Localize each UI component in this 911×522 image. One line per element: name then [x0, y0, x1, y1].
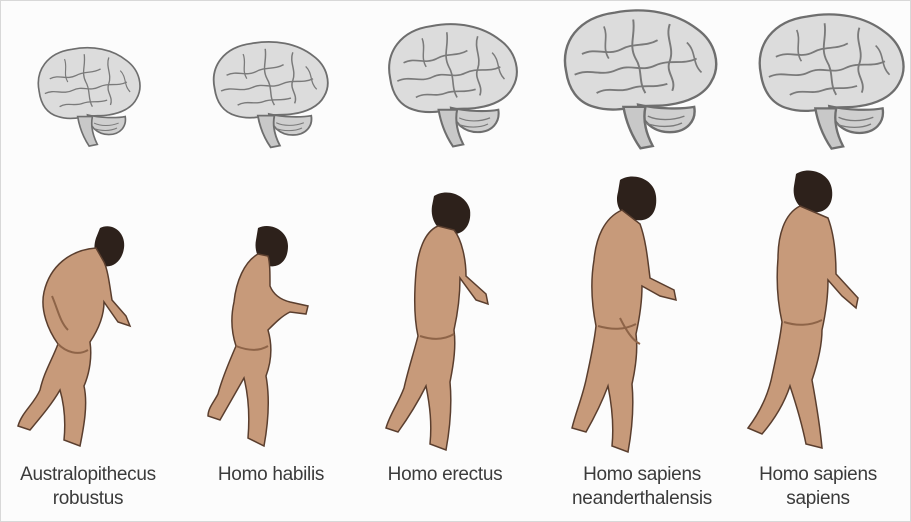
brain-icon [760, 14, 904, 148]
brain-icon [389, 24, 517, 146]
species-label: Australopithecus robustus [0, 463, 176, 511]
species-label: Homo sapiens sapiens [738, 463, 898, 511]
species-label-line1: Homo sapiens [738, 463, 898, 487]
species-label: Homo habilis [196, 463, 346, 487]
species-label: Homo sapiens neanderthalensis [552, 463, 732, 511]
hominid-figure-icon [748, 171, 858, 448]
species-label-line2: sapiens [738, 487, 898, 511]
brain-icon [38, 48, 140, 146]
hominid-figure-icon [386, 192, 488, 450]
species-label-line1: Homo sapiens [552, 463, 732, 487]
hominid-figure-icon [18, 226, 130, 446]
species-label-line2: neanderthalensis [552, 487, 732, 511]
species-label-line1: Homo erectus [370, 463, 520, 487]
brain-icon [565, 10, 716, 148]
species-label-line1: Australopithecus [0, 463, 176, 487]
brain-icon [214, 42, 328, 148]
hominid-figure-icon [208, 226, 308, 446]
species-label-line2: robustus [0, 487, 176, 511]
species-label: Homo erectus [370, 463, 520, 487]
species-label-line1: Homo habilis [196, 463, 346, 487]
hominid-figure-icon [572, 177, 676, 452]
